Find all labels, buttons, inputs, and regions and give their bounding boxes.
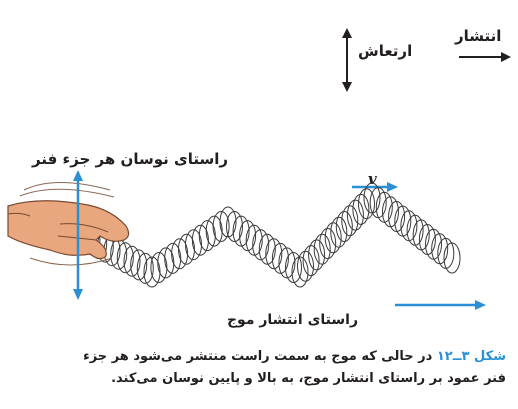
caption-text-1: در حالی که موج به سمت راست منتشر می‌شود … — [83, 349, 437, 364]
caption-line-2: فنر عمود بر راستای انتشار موج، به بالا و… — [6, 368, 506, 390]
figure-caption: شکل ۳ــ۱۲ در حالی که موج به سمت راست منت… — [6, 346, 506, 390]
propagation-arrow — [395, 300, 486, 310]
caption-line-1: شکل ۳ــ۱۲ در حالی که موج به سمت راست منت… — [6, 346, 506, 368]
spring-coils — [84, 183, 460, 287]
caption-figure-label: شکل ۳ــ۱۲ — [437, 349, 506, 364]
